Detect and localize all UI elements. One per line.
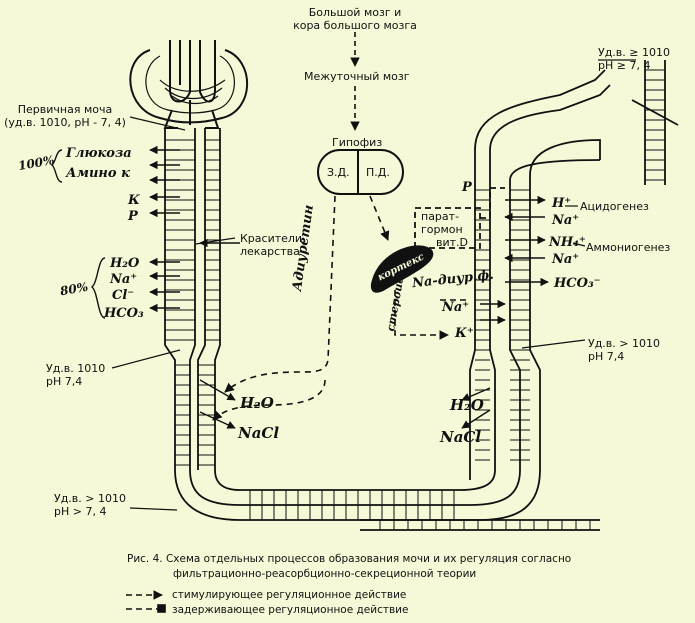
bottom-left-line2: рН > 7, 4 [54, 505, 107, 518]
brain-label: Большой мозг и кора большого мозга [285, 6, 425, 32]
distal-right-na1: Na⁺ [552, 213, 580, 228]
left-sg-label: Уд.в. 1010 рН 7,4 [46, 362, 105, 388]
parathormone-line1: парат- [421, 210, 460, 223]
brain-line1: Большой мозг и [308, 6, 402, 19]
top-right-line1: Уд.в. ≥ 1010 [598, 46, 670, 59]
brackets [50, 149, 106, 319]
left-sg-line1: Уд.в. 1010 [46, 362, 106, 375]
dyes-line2: лекарства [240, 245, 300, 258]
caption-line1: Рис. 4. Схема отдельных процессов образо… [127, 553, 572, 565]
pituitary-left: З.Д. [327, 166, 350, 179]
pituitary-right: П.Д. [366, 166, 390, 179]
adiuretin-path [212, 195, 390, 421]
legend-inhibiting: задерживающее регуляционное действие [172, 604, 409, 616]
parathormone-box [414, 187, 505, 249]
distal-right-h: Н⁺ [552, 196, 572, 211]
parathormone-line2: гормон [421, 223, 463, 236]
ion-p-left: Р [128, 209, 138, 224]
steroid-arrows [394, 290, 470, 340]
distal-p: Р [462, 180, 472, 195]
bottom-left-label: Уд.в. > 1010 рН > 7, 4 [54, 492, 126, 518]
dyes-label: Красители, лекарства [240, 232, 306, 258]
pituitary [317, 149, 404, 195]
descending-nacl: NaCl [238, 424, 280, 442]
parathormone-label: парат- гормон [421, 210, 463, 236]
proximal-tubule [164, 69, 611, 531]
brain-line2: кора большого мозга [293, 19, 417, 32]
amino-item: Амино к [66, 166, 130, 181]
vit-d-label: вит.D [436, 236, 469, 249]
primary-urine-line2: (уд.в. 1010, рН - 7, 4) [4, 116, 126, 129]
ascending-nacl: NaCl [440, 428, 482, 446]
cortex-shape [370, 245, 434, 293]
reabsorb-h2o: Н₂О [110, 256, 140, 271]
loop-arrows [199, 379, 491, 429]
descending-h2o: Н₂О [240, 394, 274, 412]
top-right-label: Уд.в. ≥ 1010 рН ≥ 7, 4 [598, 46, 670, 72]
ion-k-left: К [128, 193, 140, 208]
primary-urine-label: Первичная моча (уд.в. 1010, рН - 7, 4) [0, 103, 130, 129]
caption-line2: фильтрационно-реасорбционно-секреционной… [173, 568, 477, 580]
top-right-line2: рН ≥ 7, 4 [598, 59, 651, 72]
ascending-h2o: Н₂О [450, 396, 484, 414]
primary-urine-line1: Первичная моча [17, 103, 113, 116]
callout-lines [111, 59, 636, 511]
acidogenesis-label: Ацидогенез [580, 200, 649, 213]
distal-right-na2: Na⁺ [552, 252, 580, 267]
distal-left-k: К⁺ [455, 326, 474, 341]
collecting-duct [631, 60, 679, 185]
legend-markers [126, 590, 166, 613]
distal-left-na: Na⁺ [442, 300, 470, 315]
reabsorb-na: Na⁺ [110, 272, 138, 287]
legend-stimulating: стимулирующее регуляционное действие [172, 589, 407, 601]
ammoniogenesis-label: Аммониогенез [586, 241, 671, 254]
right-sg-line2: рН 7,4 [588, 350, 625, 363]
reabsorb-cl: Cl⁻ [112, 288, 135, 303]
reabsorb-hco3: НСО₃ [104, 306, 144, 321]
pituitary-title: Гипофиз [332, 136, 383, 149]
diencephalon-label: Межуточный мозг [304, 70, 410, 83]
right-sg-line1: Уд.в. > 1010 [588, 337, 660, 350]
distal-right-nh4: NН₄⁺ [549, 235, 586, 250]
dyes-line1: Красители, [240, 232, 306, 245]
distal-right-hco3: НСО₃⁻ [554, 276, 601, 291]
left-arrows [149, 145, 240, 313]
glucose-item: Глюкоза [66, 146, 132, 161]
right-sg-label: Уд.в. > 1010 рН 7,4 [588, 337, 660, 363]
figure-caption: Рис. 4. Схема отдельных процессов образо… [127, 552, 571, 582]
right-arrows [480, 195, 549, 325]
glomerulus [129, 40, 249, 129]
tubule-cells [165, 69, 665, 530]
left-sg-line2: рН 7,4 [46, 375, 83, 388]
bottom-left-line1: Уд.в. > 1010 [54, 492, 126, 505]
